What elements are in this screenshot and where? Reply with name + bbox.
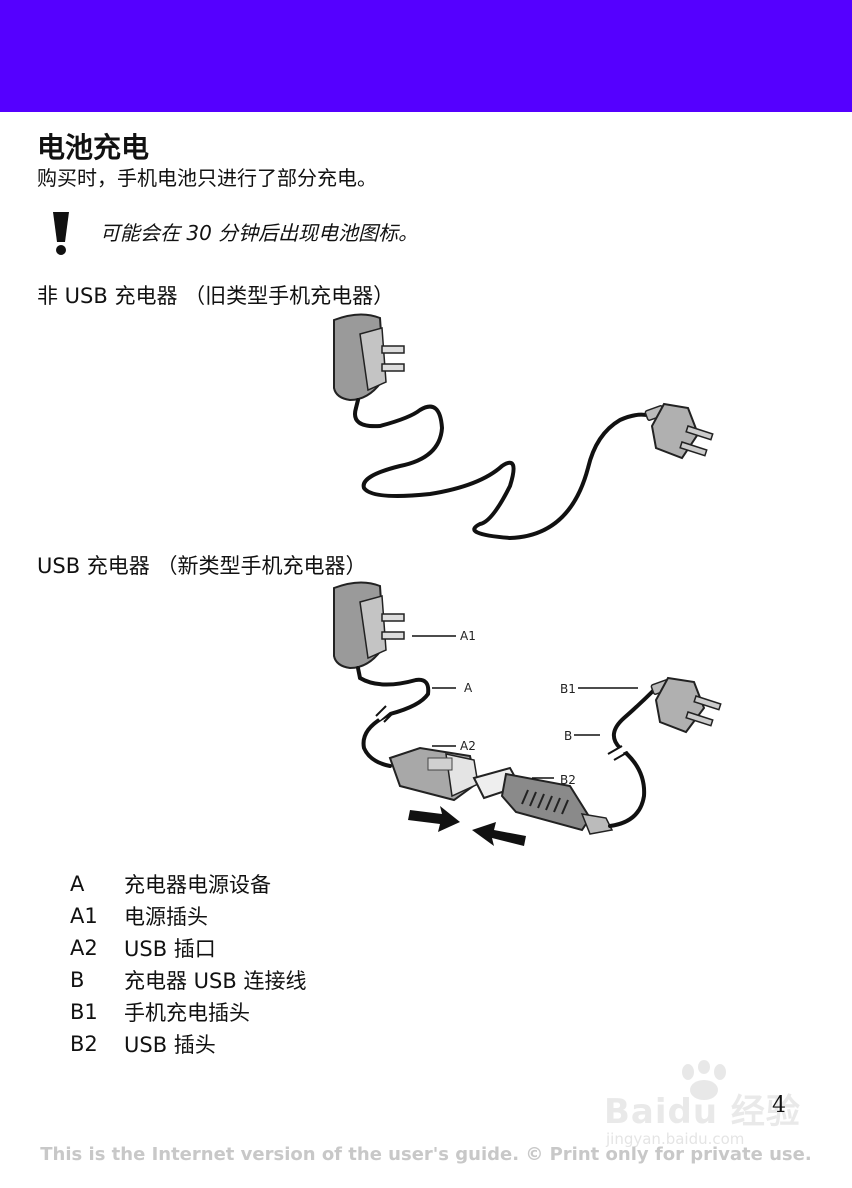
label-a2: A2 (460, 739, 476, 753)
non-usb-charger-illustration (333, 313, 714, 541)
paw-icon (682, 1060, 726, 1100)
legend-item: B 充电器 USB 连接线 (70, 964, 306, 996)
header-band (0, 0, 852, 112)
watermark-brand: Baidu 经验 (604, 1092, 801, 1132)
section-heading-usb: USB 充电器 （新类型手机充电器） (37, 554, 367, 578)
legend-desc: 充电器电源设备 (124, 873, 271, 897)
legend-desc: 充电器 USB 连接线 (124, 969, 307, 993)
exclamation-icon (53, 212, 69, 255)
legend-item: A 充电器电源设备 (70, 868, 306, 900)
watermark-url: jingyan.baidu.com (606, 1130, 745, 1148)
section-heading-non-usb: 非 USB 充电器 （旧类型手机充电器） (37, 284, 395, 308)
legend-desc: 手机充电插头 (124, 1001, 250, 1025)
legend-item: A1 电源插头 (70, 900, 306, 932)
legend-item: B1 手机充电插头 (70, 996, 306, 1028)
note-text: 可能会在 30 分钟后出现电池图标。 (100, 221, 419, 245)
legend-key: A (70, 872, 85, 896)
legend-desc: USB 插口 (124, 937, 216, 961)
legend-item: A2 USB 插口 (70, 932, 306, 964)
page-title: 电池充电 (37, 131, 150, 164)
legend-item: B2 USB 插头 (70, 1028, 306, 1060)
intro-text: 购买时，手机电池只进行了部分充电。 (37, 166, 377, 190)
label-b: B (564, 729, 572, 743)
legend-desc: 电源插头 (124, 905, 208, 929)
figure-legend: A 充电器电源设备 A1 电源插头 A2 USB 插口 B 充电器 USB 连接… (70, 868, 306, 1060)
label-b1: B1 (560, 682, 576, 696)
legend-key: A1 (70, 904, 98, 928)
legend-key: B1 (70, 1000, 98, 1024)
legend-key: A2 (70, 936, 98, 960)
label-b2: B2 (560, 773, 576, 787)
legend-desc: USB 插头 (124, 1033, 216, 1057)
usb-charger-illustration: A1 A A2 B1 B B2 (333, 581, 722, 846)
baidu-watermark: Baidu 经验 jingyan.baidu.com (604, 1060, 804, 1152)
label-a: A (464, 681, 473, 695)
legend-key: B2 (70, 1032, 98, 1056)
legend-key: B (70, 968, 85, 992)
label-a1: A1 (460, 629, 476, 643)
page-number: 4 (772, 1093, 786, 1118)
footer-notice: This is the Internet version of the user… (40, 1144, 812, 1165)
